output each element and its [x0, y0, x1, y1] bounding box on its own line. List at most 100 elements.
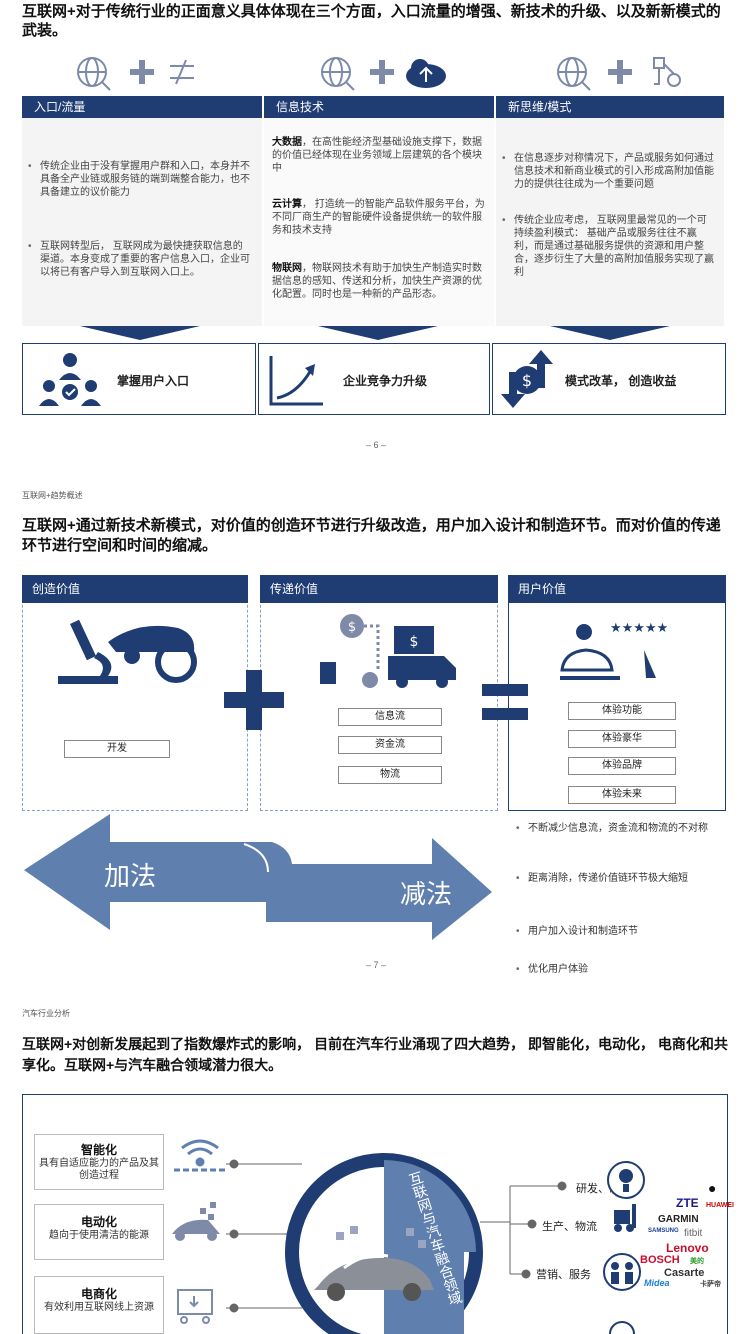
trend-desc: 趋向于使用清洁的能源: [49, 1230, 149, 1241]
bullet-text: 距离消除，传递价值链环节极大缩短: [516, 872, 736, 885]
outcome-label: 模式改革， 创造收益: [565, 374, 677, 388]
service-rating-icon: ★★★★★: [560, 621, 668, 680]
cloud-upload-icon: [406, 59, 446, 88]
panel-user-value: [508, 575, 726, 811]
label-info-flow: 信息流: [338, 708, 442, 726]
bullet-text: 用户加入设计和制造环节: [516, 925, 736, 938]
growth-chart-icon: [269, 356, 323, 406]
brand-meidi: 美的: [690, 1258, 704, 1265]
outcome-competitiveness: 企业竞争力升级: [258, 343, 490, 415]
label-subtraction: 减法: [400, 879, 453, 909]
outcome-user-entry: 掌握用户入口: [22, 343, 256, 415]
globe-plus-cloud-icon-group: [321, 57, 446, 91]
microscope-car-icon: [58, 619, 197, 684]
slide1-title: 互联网+对于传统行业的正面意义具体体现在三个方面，入口流量的增强、新技术的升级、…: [22, 3, 721, 39]
brand-lenovo: Lenovo: [666, 1241, 709, 1255]
globe-plus-flow-icon-group: [557, 57, 681, 91]
ecommerce-icon: [177, 1289, 213, 1324]
header-entry-traffic: 入口/流量: [22, 96, 262, 118]
svg-text:★★★★★: ★★★★★: [610, 621, 668, 636]
item-iot: 物联网，物联网技术有助于加快生产制造实时数据信息的感知、传送和分析，加快生产资源…: [272, 262, 488, 301]
add-subtract-arrows: [24, 814, 492, 940]
header-deliver-value: 传递价值: [260, 575, 498, 603]
outcome-model-revenue: $ 模式改革， 创造收益: [492, 343, 726, 415]
money-truck-icon: $ $: [320, 614, 456, 688]
page-number: – 6 –: [366, 440, 387, 450]
section-header: 汽车行业分析: [22, 1009, 70, 1018]
down-triangle-icon: [550, 326, 670, 340]
right-item-marketing: 营销、服务: [536, 1269, 591, 1281]
item-term: 大数据: [272, 137, 302, 148]
label-develop: 开发: [64, 740, 170, 758]
plus-icon: [130, 60, 154, 84]
trend-intelligent: 智能化 具有自适应能力的产品及其创造过程: [34, 1134, 164, 1190]
globe-search-icon: [321, 57, 355, 91]
section-header: 互联网+趋势概述: [22, 491, 83, 500]
right-icons: [603, 1161, 645, 1334]
globe-search-icon: [77, 57, 111, 91]
bullet-text: 传统企业由于没有掌握用户群和入口，本身并不具备全产业链或服务链的端到端整合能力，…: [28, 160, 250, 199]
label-experience-future: 体验未来: [568, 786, 676, 804]
globe-search-icon: [557, 57, 591, 91]
bullet-text: 不断减少信息流，资金流和物流的不对称: [516, 822, 736, 835]
partial-icon: [609, 1321, 635, 1334]
integration-ring: [285, 1153, 483, 1334]
header-user-value: 用户价值: [508, 575, 726, 603]
bullet-text: 优化用户体验: [516, 963, 736, 976]
brand-casarte: Casarte: [664, 1267, 705, 1279]
trend-desc: 具有自适应能力的产品及其创造过程: [39, 1158, 159, 1181]
lightning-icon: [170, 59, 194, 85]
bulb-icon: [607, 1161, 645, 1199]
globe-search-plus-icon-group: [77, 57, 194, 91]
outcome-label: 企业竞争力升级: [343, 374, 428, 388]
item-big-data: 大数据，在高性能经济型基础设施支撑下，数据的价值已经体现在业务领域上层建筑的各个…: [272, 136, 488, 175]
label-experience-function: 体验功能: [568, 702, 676, 720]
label-experience-luxury: 体验豪华: [568, 730, 676, 748]
trend-desc: 有效利用互联网线上资源: [44, 1302, 154, 1313]
item-cloud: 云计算， 打造统一的智能产品软件服务平台，为不同厂商生产的智能硬件设备提供统一的…: [272, 198, 488, 237]
slide3-title: 互联网+对创新发展起到了指数爆炸式的影响， 目前在汽车行业涌现了四大趋势， 即智…: [22, 1036, 728, 1073]
header-create-value: 创造价值: [22, 575, 248, 603]
panel-create-value: [22, 575, 248, 811]
svg-text:$: $: [348, 620, 356, 635]
right-connectors: [480, 1181, 567, 1279]
header-new-model: 新思维/模式: [496, 96, 724, 118]
svg-text:$: $: [522, 371, 532, 390]
label-logistics: 物流: [338, 766, 442, 784]
column-information-tech: 大数据，在高性能经济型基础设施支撑下，数据的价值已经体现在业务领域上层建筑的各个…: [264, 118, 494, 326]
trend-name: 电商化: [80, 1287, 117, 1301]
label-addition: 加法: [104, 861, 157, 891]
brand-samsung: SAMSUNG: [648, 1228, 679, 1234]
bullet-text: 在信息逐步对称情况下，产品或服务如何通过信息技术和新商业模式的引入形成高附加值能…: [502, 152, 716, 191]
brand-fitbit: fitbit: [684, 1228, 702, 1239]
plus-icon: [370, 60, 394, 84]
bullet-text: 传统企业应考虑， 互联网里最常见的一个可持续盈利模式： 基础产品或服务往往不赢利…: [502, 214, 716, 279]
brand-huawei: HUAWEI: [706, 1202, 734, 1209]
dollar-exchange-icon: $: [501, 350, 553, 408]
label-experience-brand: 体验品牌: [568, 757, 676, 775]
down-triangle-icon: [318, 326, 438, 340]
item-term: 物联网: [272, 263, 302, 274]
outcome-label: 掌握用户入口: [117, 374, 190, 388]
right-arrow-shape: [244, 838, 492, 940]
column-entry-traffic: 传统企业由于没有掌握用户群和入口，本身并不具备全产业链或服务链的端到端整合能力，…: [22, 118, 262, 326]
page-number: – 7 –: [366, 960, 387, 970]
trend-name: 电动化: [80, 1215, 117, 1229]
plus-icon: [608, 60, 632, 84]
plus-icon: [224, 670, 284, 730]
left-arrow-shape: [24, 814, 272, 930]
brand-kasadi: 卡萨帝: [700, 1281, 721, 1288]
brand-bosch: BOSCH: [640, 1254, 680, 1266]
header-information-tech: 信息技术: [264, 96, 494, 118]
column-new-model: 在信息逐步对称情况下，产品或服务如何通过信息技术和新商业模式的引入形成高附加值能…: [496, 118, 724, 326]
brand-fitbit-text: fitbit: [684, 1228, 703, 1239]
slide2-title: 互联网+通过新技术新模式，对价值的创造环节进行升级改造，用户加入设计和制造环节。…: [22, 517, 721, 554]
auto-trends-panel: [22, 1094, 728, 1334]
electric-car-icon: [172, 1202, 220, 1241]
trend-electric: 电动化 趋向于使用清洁的能源: [34, 1204, 164, 1260]
forklift-icon: [614, 1204, 636, 1232]
item-text: ， 打造统一的智能产品软件服务平台，为不同厂商生产的智能硬件设备提供统一的软件服…: [272, 199, 485, 236]
brand-garmin: GARMIN: [658, 1214, 699, 1225]
down-triangle-icon: [80, 326, 200, 340]
svg-text:$: $: [410, 634, 419, 650]
